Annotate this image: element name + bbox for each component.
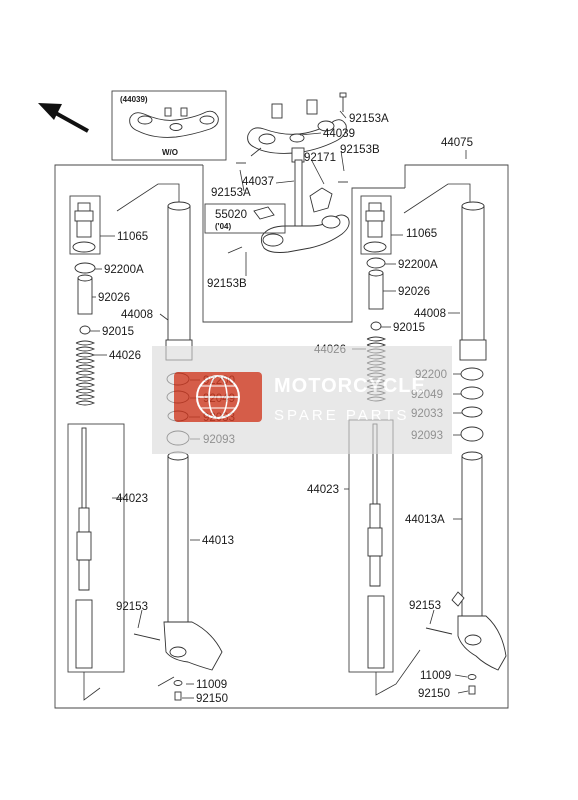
label-92153B-bottom: 92153B — [207, 278, 247, 290]
right-label-44008: 44008 — [414, 308, 446, 320]
top-bracket-44039 — [247, 92, 347, 157]
left-damper-cartridge-44023 — [67, 423, 125, 673]
label-92153B-top: 92153B — [340, 144, 380, 156]
right-label-92026: 92026 — [398, 286, 430, 298]
left-label-92150: 92150 — [196, 693, 228, 705]
right-label-92153: 92153 — [409, 600, 441, 612]
left-spacer-92026 — [77, 274, 93, 315]
left-outer-tube-44013 — [133, 451, 223, 671]
label-55020-number: 55020 — [215, 209, 247, 221]
left-label-44023: 44023 — [116, 493, 148, 505]
label-55020-year: ('04) — [215, 222, 231, 231]
right-washer-92049 — [460, 386, 484, 400]
right-seal-92200 — [460, 367, 484, 381]
left-label-44026: 44026 — [109, 350, 141, 362]
inset-bottom-label: W/O — [162, 148, 178, 157]
left-label-44013: 44013 — [202, 535, 234, 547]
label-44075: 44075 — [441, 137, 473, 149]
right-outer-tube-44013A — [425, 451, 507, 671]
left-label-92026: 92026 — [98, 292, 130, 304]
right-spacer-92026 — [368, 269, 384, 310]
right-label-11009: 11009 — [420, 670, 451, 682]
label-55020-note: 55020 ('04) — [204, 203, 286, 234]
right-fork-top-plug — [360, 195, 392, 255]
left-assembly-frame — [54, 164, 436, 709]
right-assembly-frame — [404, 164, 509, 709]
left-washer-92015 — [79, 325, 91, 335]
right-washer-92015 — [370, 321, 382, 331]
left-label-44008: 44008 — [121, 309, 153, 321]
watermark: MOTORCYCLE SPARE PARTS — [152, 346, 452, 454]
label-92153A-top: 92153A — [349, 113, 389, 125]
right-label-44023: 44023 — [307, 484, 339, 496]
inset-top-bracket-variant: (44039) W/O — [111, 90, 227, 161]
watermark-title: MOTORCYCLE — [274, 375, 426, 397]
left-inner-tube-44008 — [165, 201, 193, 361]
upper-center-frame — [202, 165, 405, 323]
right-bolts-11009-92150 — [467, 674, 477, 695]
left-collar-92200A — [74, 262, 96, 274]
right-dust-seal-92093 — [460, 426, 484, 442]
right-circlip-92033 — [461, 406, 483, 418]
right-label-44013A: 44013A — [405, 514, 445, 526]
label-92171: 92171 — [304, 152, 336, 164]
left-label-92200A: 92200A — [104, 264, 144, 276]
label-44037: 44037 — [242, 176, 274, 188]
direction-arrow-icon — [38, 103, 89, 133]
right-collar-92200A — [366, 257, 386, 269]
steering-stem-44037 — [227, 147, 350, 254]
watermark-logo-icon — [174, 372, 262, 422]
left-bolts-11009-92150 — [173, 680, 183, 701]
right-label-92150: 92150 — [418, 688, 450, 700]
right-label-92200A: 92200A — [398, 259, 438, 271]
inset-top-label: (44039) — [120, 95, 148, 104]
right-inner-tube-44008 — [459, 201, 487, 361]
label-92153A-left: 92153A — [211, 187, 251, 199]
right-damper-cartridge-44023 — [348, 419, 394, 673]
left-spring-44026 — [75, 340, 96, 406]
left-label-92153: 92153 — [116, 601, 148, 613]
left-label-92015: 92015 — [102, 326, 134, 338]
right-label-11065: 11065 — [406, 228, 437, 240]
label-44039: 44039 — [323, 128, 355, 140]
left-label-11009: 11009 — [196, 679, 227, 691]
part-number-labels: 44075 92153A 44039 92171 92153B 44037 92… — [98, 113, 473, 705]
watermark-subtitle: SPARE PARTS — [274, 407, 410, 424]
left-fork-top-plug — [69, 195, 101, 255]
left-label-11065: 11065 — [117, 231, 148, 243]
right-label-92015: 92015 — [393, 322, 425, 334]
